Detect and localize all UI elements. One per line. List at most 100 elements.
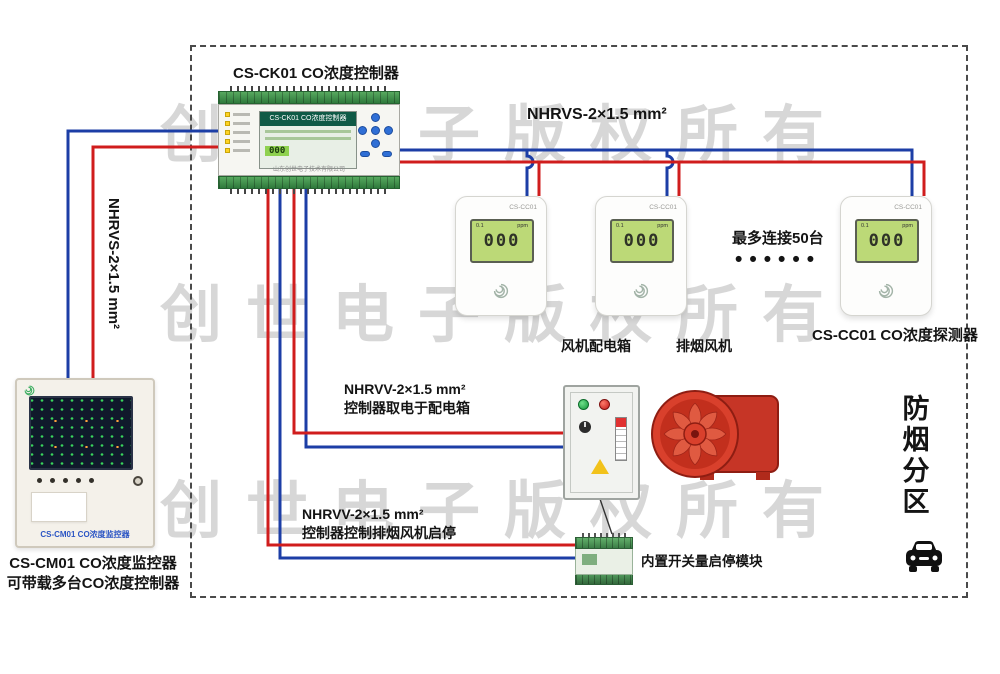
keyhole — [133, 476, 143, 486]
monitor-button — [76, 478, 81, 483]
label-fan-box: 风机配电箱 — [561, 338, 631, 354]
keypad-button-left — [358, 126, 367, 135]
keypad-button-f1 — [360, 151, 370, 157]
label-nhrvv-control-line2: 控制器控制排烟风机启停 — [302, 525, 456, 541]
terminal-strip-bottom — [218, 176, 400, 189]
detector-lcd-small-value: 0.1 — [616, 223, 624, 229]
led-label-bar — [233, 140, 250, 143]
terminal-pins-top — [230, 86, 388, 91]
detector-model-label: CS-CC01 — [649, 204, 677, 211]
zone-char: 烟 — [902, 425, 930, 455]
keypad-button-right — [384, 126, 393, 135]
detector-lcd: 0.1 ppm 000 — [610, 219, 674, 263]
module-terminal-top — [575, 537, 633, 549]
terminal-strip-top — [218, 91, 400, 104]
led-dot — [225, 112, 230, 117]
controller-lcd-title: CS-CK01 CO浓度控制器 — [260, 112, 356, 126]
switch-module — [575, 533, 633, 585]
terminal-pins-bottom — [230, 189, 388, 194]
label-nhrvv-power: NHRVV-2×1.5 mm² 控制器取电于配电箱 — [344, 380, 470, 418]
led-label-bar — [233, 149, 250, 152]
module-body — [575, 549, 633, 575]
monitor-inner-label: CS-CM01 CO浓度监控器 — [40, 530, 130, 539]
controller-lcd-reading: 000 — [265, 146, 290, 156]
detector-lcd: 0.1 ppm 000 — [855, 219, 919, 263]
led-dot — [225, 130, 230, 135]
meter-strip — [615, 417, 627, 461]
label-nhrvv-control-line1: NHRVV-2×1.5 mm² — [302, 506, 424, 522]
led-indicator — [225, 139, 250, 144]
led-dot — [225, 139, 230, 144]
detector-reading: 000 — [868, 231, 906, 251]
led-indicator — [225, 112, 250, 117]
led-indicator — [225, 148, 250, 153]
detector-lcd-small-value: 0.1 — [476, 223, 484, 229]
monitor-button — [50, 478, 55, 483]
detector-reading: 000 — [483, 231, 521, 251]
label-nhrvs-monitor: NHRVS-2×1.5 mm² — [105, 198, 122, 330]
controller-face: CS-CK01 CO浓度控制器 000 山东创世电子技术有限公司 — [218, 104, 400, 176]
controller-title: CS-CK01 CO浓度控制器 — [233, 65, 399, 82]
swirl-logo-icon — [633, 283, 649, 299]
led-label-bar — [233, 122, 250, 125]
led-dot — [225, 148, 230, 153]
label-monitor-caption-line1: CS-CM01 CO浓度监控器 — [9, 555, 177, 572]
fan-blades — [663, 402, 727, 466]
co-detector-2: CS-CC01 0.1 ppm 000 — [595, 196, 687, 316]
label-exhaust-fan: 排烟风机 — [676, 338, 732, 354]
detector-lcd-unit: ppm — [902, 223, 913, 229]
detector-reading: 000 — [623, 231, 661, 251]
label-nhrvs-bus: NHRVS-2×1.5 mm² — [527, 106, 667, 123]
zone-char: 分 — [902, 456, 930, 486]
keypad-button-center — [371, 126, 380, 135]
label-nhrvv-power-line1: NHRVV-2×1.5 mm² — [344, 381, 466, 397]
keypad-button-down — [371, 139, 380, 148]
controller-brand-text: 山东创世电子技术有限公司 — [272, 167, 345, 173]
continuation-dots: •••••• — [735, 248, 822, 271]
led-indicator — [225, 121, 250, 126]
label-monitor-caption-line2: 可带载多台CO浓度控制器 — [6, 575, 180, 592]
green-lamp — [578, 399, 589, 410]
detector-lcd-unit: ppm — [657, 223, 668, 229]
label-nhrvv-control: NHRVV-2×1.5 mm² 控制器控制排烟风机启停 — [302, 505, 456, 543]
swirl-logo-icon — [493, 283, 509, 299]
detector-model-label: CS-CC01 — [509, 204, 537, 211]
car-icon — [906, 541, 942, 572]
led-column — [225, 112, 250, 157]
label-monitor-caption: CS-CM01 CO浓度监控器 可带载多台CO浓度控制器 — [2, 554, 184, 594]
controller-lcd: CS-CK01 CO浓度控制器 000 — [259, 111, 357, 169]
co-detector-1: CS-CC01 0.1 ppm 000 — [455, 196, 547, 316]
controller-keypad — [358, 113, 394, 159]
detector-lcd: 0.1 ppm 000 — [470, 219, 534, 263]
monitor-card-slot — [31, 492, 87, 522]
smoke-exhaust-fan — [651, 390, 779, 480]
fan-hub-center — [691, 430, 699, 438]
co-controller: CS-CK01 CO浓度控制器 000 山东创世电子技术有限公司 — [218, 86, 400, 194]
co-monitor-panel: CS-CM01 CO浓度监控器 — [15, 378, 155, 548]
rotary-switch — [579, 421, 591, 433]
keypad-button-up — [371, 113, 380, 122]
fan-distribution-box — [563, 385, 640, 500]
lcd-text-bar — [265, 137, 351, 140]
led-dot — [225, 121, 230, 126]
swirl-logo-icon — [24, 385, 35, 396]
lcd-text-bar — [265, 130, 351, 133]
fan-foot — [756, 472, 770, 480]
monitor-buttons — [37, 478, 94, 483]
detector-model-label: CS-CC01 — [894, 204, 922, 211]
monitor-led-screen — [29, 396, 133, 470]
keypad-button-f2 — [382, 151, 392, 157]
monitor-button — [63, 478, 68, 483]
led-label-bar — [233, 113, 250, 116]
label-max-connect: 最多连接50台 — [732, 230, 824, 247]
monitor-button — [37, 478, 42, 483]
warning-icon — [591, 459, 609, 474]
swirl-logo-icon — [878, 283, 894, 299]
monitor-button — [89, 478, 94, 483]
red-lamp — [599, 399, 610, 410]
detector-lcd-small-value: 0.1 — [861, 223, 869, 229]
label-switch-module: 内置开关量启停模块 — [641, 554, 763, 569]
label-smoke-zone: 防 烟 分 区 — [898, 394, 934, 518]
detector-lcd-unit: ppm — [517, 223, 528, 229]
